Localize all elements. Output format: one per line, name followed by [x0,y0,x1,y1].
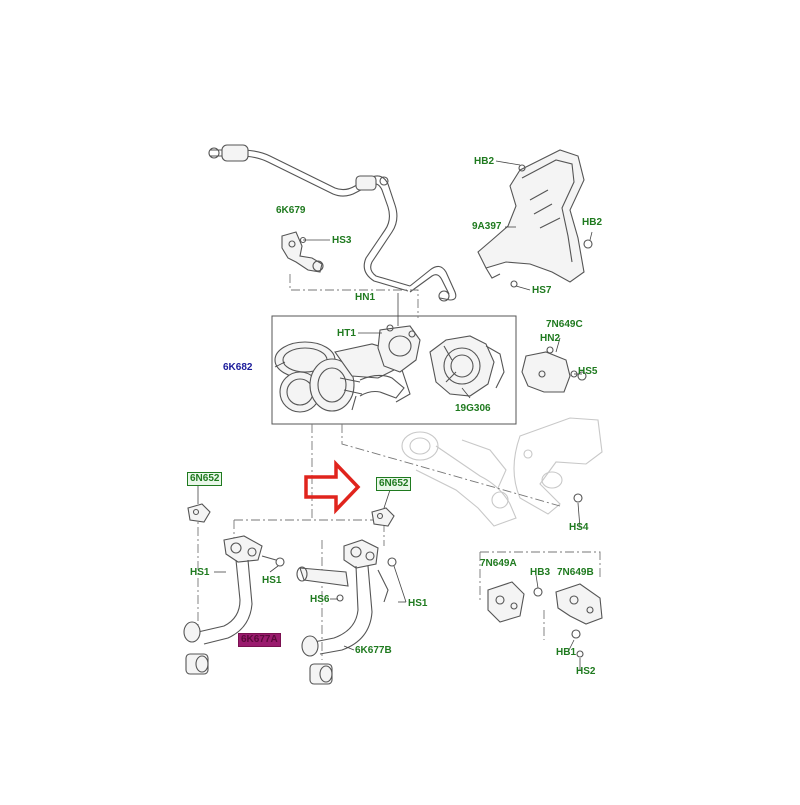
label-hs1-left: HS1 [190,567,210,578]
exhaust-manifold-ghost [401,417,603,527]
clamp-right [309,663,333,685]
breather-pipe [208,144,411,292]
label-hn1: HN1 [355,292,376,303]
bracket-7n649b [555,583,603,658]
label-19g306: 19G306 [455,403,491,414]
label-hb3: HB3 [530,567,551,578]
label-ht1: HT1 [337,328,356,339]
bracket-7n649c [521,346,578,393]
label-7n649a: 7N649A [480,558,517,569]
label-hs3: HS3 [332,235,352,246]
turbo-group-frame [271,315,517,425]
gasket-6n652-left [187,503,211,523]
bolt-hs5 [577,371,587,381]
label-9a397: 9A397 [472,221,502,232]
label-6k677a-highlighted: 6K677A [238,633,281,647]
label-hs5: HS5 [578,366,598,377]
bracket-6k679 [281,231,324,273]
turbocharger-6k682 [274,324,421,413]
downpipe-6k677a [183,535,285,645]
label-hs6: HS6 [310,594,330,605]
bolt-hs4 [573,493,583,503]
downpipe-6k677b [296,539,397,657]
label-6k682: 6K682 [223,362,253,373]
label-6n652-left: 6N652 [187,472,223,486]
leader-lines [197,160,593,670]
bracket-7n649a [487,581,543,623]
label-hs4: HS4 [569,522,589,533]
label-7n649c: 7N649C [546,319,583,330]
label-hb2-right: HB2 [582,217,603,228]
label-hs1-mid: HS1 [262,575,282,586]
label-hb1: HB1 [556,647,577,658]
right-arrow-outline-icon [304,459,361,515]
label-hs2: HS2 [576,666,596,677]
label-7n649b: 7N649B [557,567,594,578]
heat-shield-19g306 [429,335,505,397]
label-hn2: HN2 [540,333,561,344]
clamp-left [185,653,209,675]
gasket-6n652-right [371,507,395,527]
label-hb2-top: HB2 [474,156,495,167]
label-6k679: 6K679 [276,205,306,216]
feed-pipe [409,265,457,302]
label-6n652-right: 6N652 [376,477,412,491]
heat-shield-9a397 [477,149,593,288]
label-hs7: HS7 [532,285,552,296]
label-hs1-right: HS1 [408,598,428,609]
label-6k677b: 6K677B [355,645,392,656]
